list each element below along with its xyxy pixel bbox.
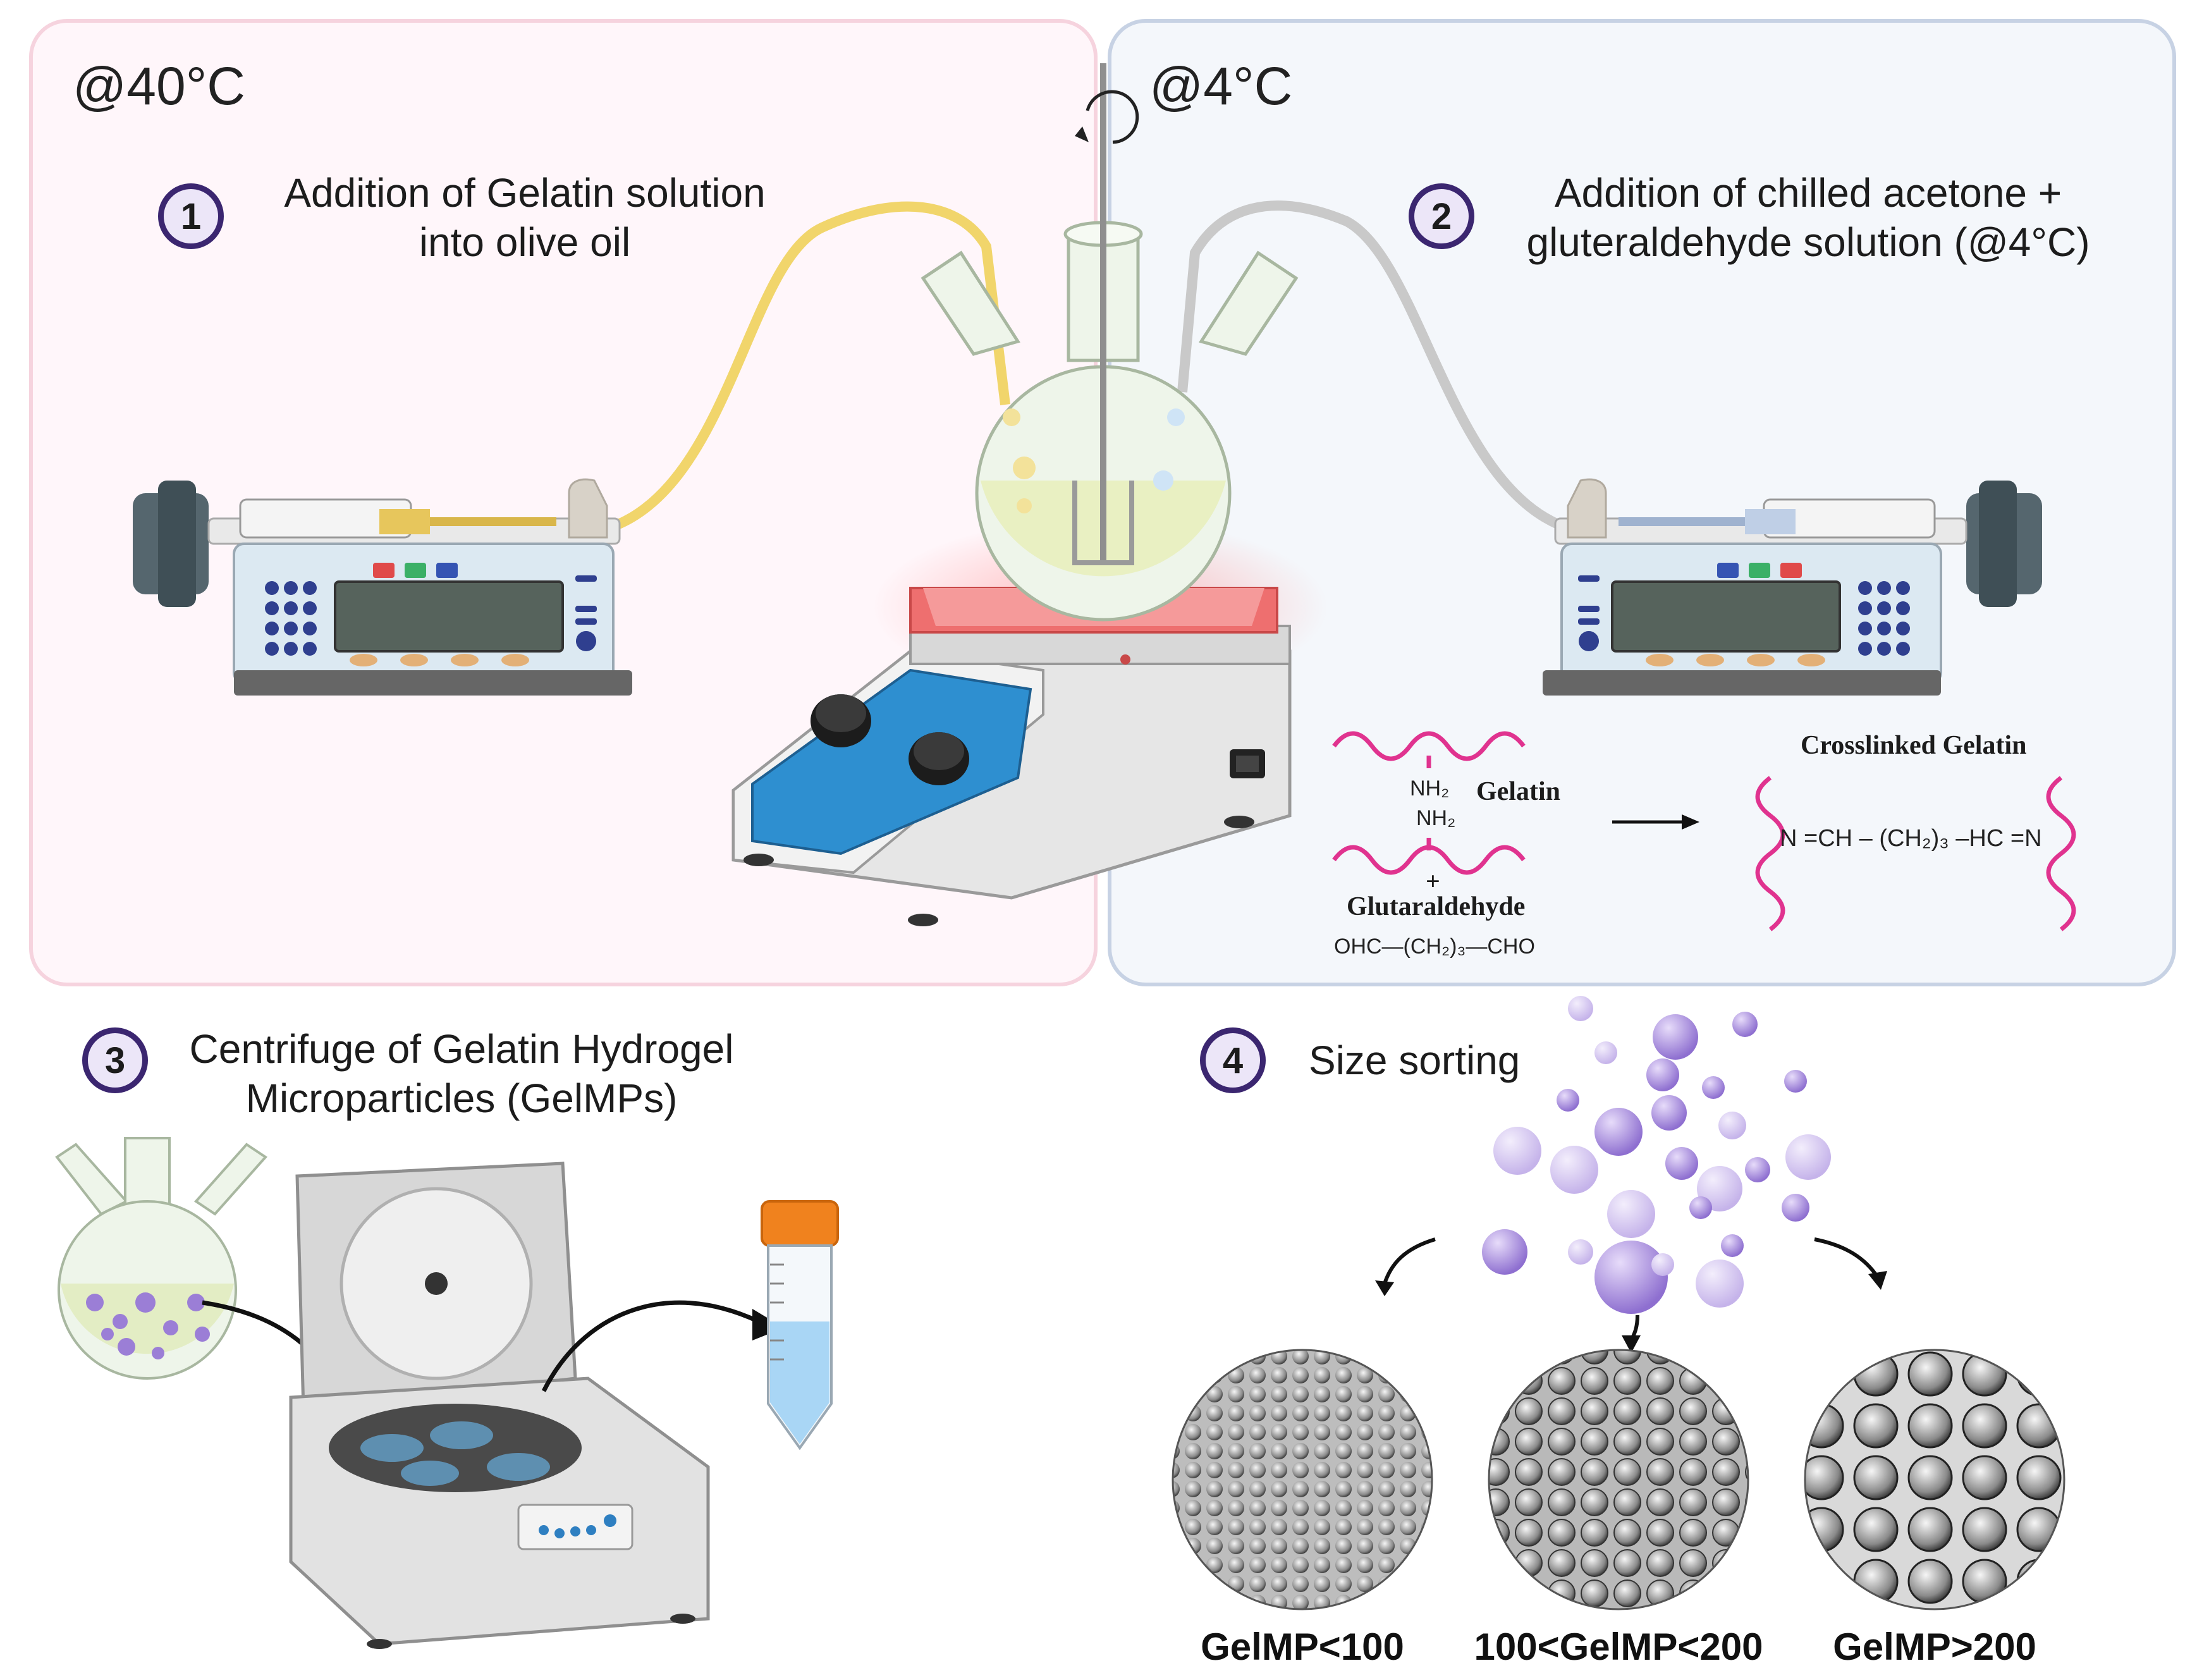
step-2-text-line2: gluteraldehyde solution (@4°C)	[1526, 219, 2090, 265]
step-3-text: Centrifuge of Gelatin Hydrogel Micropart…	[183, 1024, 740, 1123]
size-label-large: GelMP>200	[1833, 1626, 2036, 1668]
step-1-text-line1: Addition of Gelatin solution	[284, 170, 766, 216]
step-1-badge: 1	[158, 183, 224, 249]
crosslinked-gelatin-title: Crosslinked Gelatin	[1801, 731, 2027, 760]
step-3-text-line2: Microparticles (GelMPs)	[245, 1076, 678, 1121]
nh2-top-label: NH₂	[1410, 776, 1450, 800]
step-1-text: Addition of Gelatin solution into olive …	[240, 168, 809, 267]
step-2-text: Addition of chilled acetone + gluteralde…	[1492, 168, 2124, 267]
centrifuge-icon	[289, 1162, 710, 1649]
step-3-badge: 3	[82, 1027, 148, 1093]
reaction-arrow-icon	[1612, 814, 1699, 830]
three-neck-flask-icon	[921, 63, 1299, 622]
rotation-arrow-icon	[1075, 90, 1139, 144]
glutaraldehyde-formula: OHC—(CH₂)₃—CHO	[1334, 935, 1535, 959]
gelatin-label: Gelatin	[1476, 777, 1560, 806]
syringe-pump-right-icon	[1543, 478, 2042, 696]
step-3-text-line1: Centrifuge of Gelatin Hydrogel	[189, 1026, 734, 1072]
plus-sign: +	[1426, 867, 1440, 895]
size-label-small: GelMP<100	[1201, 1626, 1404, 1668]
temperature-label-4c: @4°C	[1149, 56, 1293, 116]
glutaraldehyde-label: Glutaraldehyde	[1347, 892, 1526, 921]
step-4-badge: 4	[1200, 1027, 1266, 1093]
tubing-grey	[1177, 200, 1606, 539]
size-label-medium: 100<GelMP<200	[1474, 1626, 1763, 1668]
micrograph-small	[1173, 1350, 1432, 1609]
gelatin-chains	[1332, 731, 2076, 931]
particle-cloud	[1482, 996, 1831, 1314]
falcon-tube-icon	[761, 1200, 839, 1450]
step-2-text-line1: Addition of chilled acetone +	[1554, 170, 2062, 216]
syringe-pump-left-icon	[133, 478, 632, 696]
micrograph-large	[1805, 1350, 2064, 1609]
flask-small-icon	[55, 1137, 268, 1380]
crosslinked-formula: N =CH – (CH₂)₃ –HC =N	[1780, 825, 2042, 852]
nh2-bottom-label: NH₂	[1416, 806, 1456, 830]
arrow-centrifuge-to-tube	[541, 1300, 760, 1392]
tubing-yellow	[568, 201, 1010, 539]
step-2-badge: 2	[1409, 183, 1474, 249]
micrograph-medium	[1489, 1350, 1748, 1609]
hotplate-stirrer-icon	[731, 518, 1328, 926]
step-4-text: Size sorting	[1309, 1038, 1521, 1083]
temperature-label-40c: @40°C	[73, 56, 245, 116]
step-1-text-line2: into olive oil	[419, 219, 631, 265]
